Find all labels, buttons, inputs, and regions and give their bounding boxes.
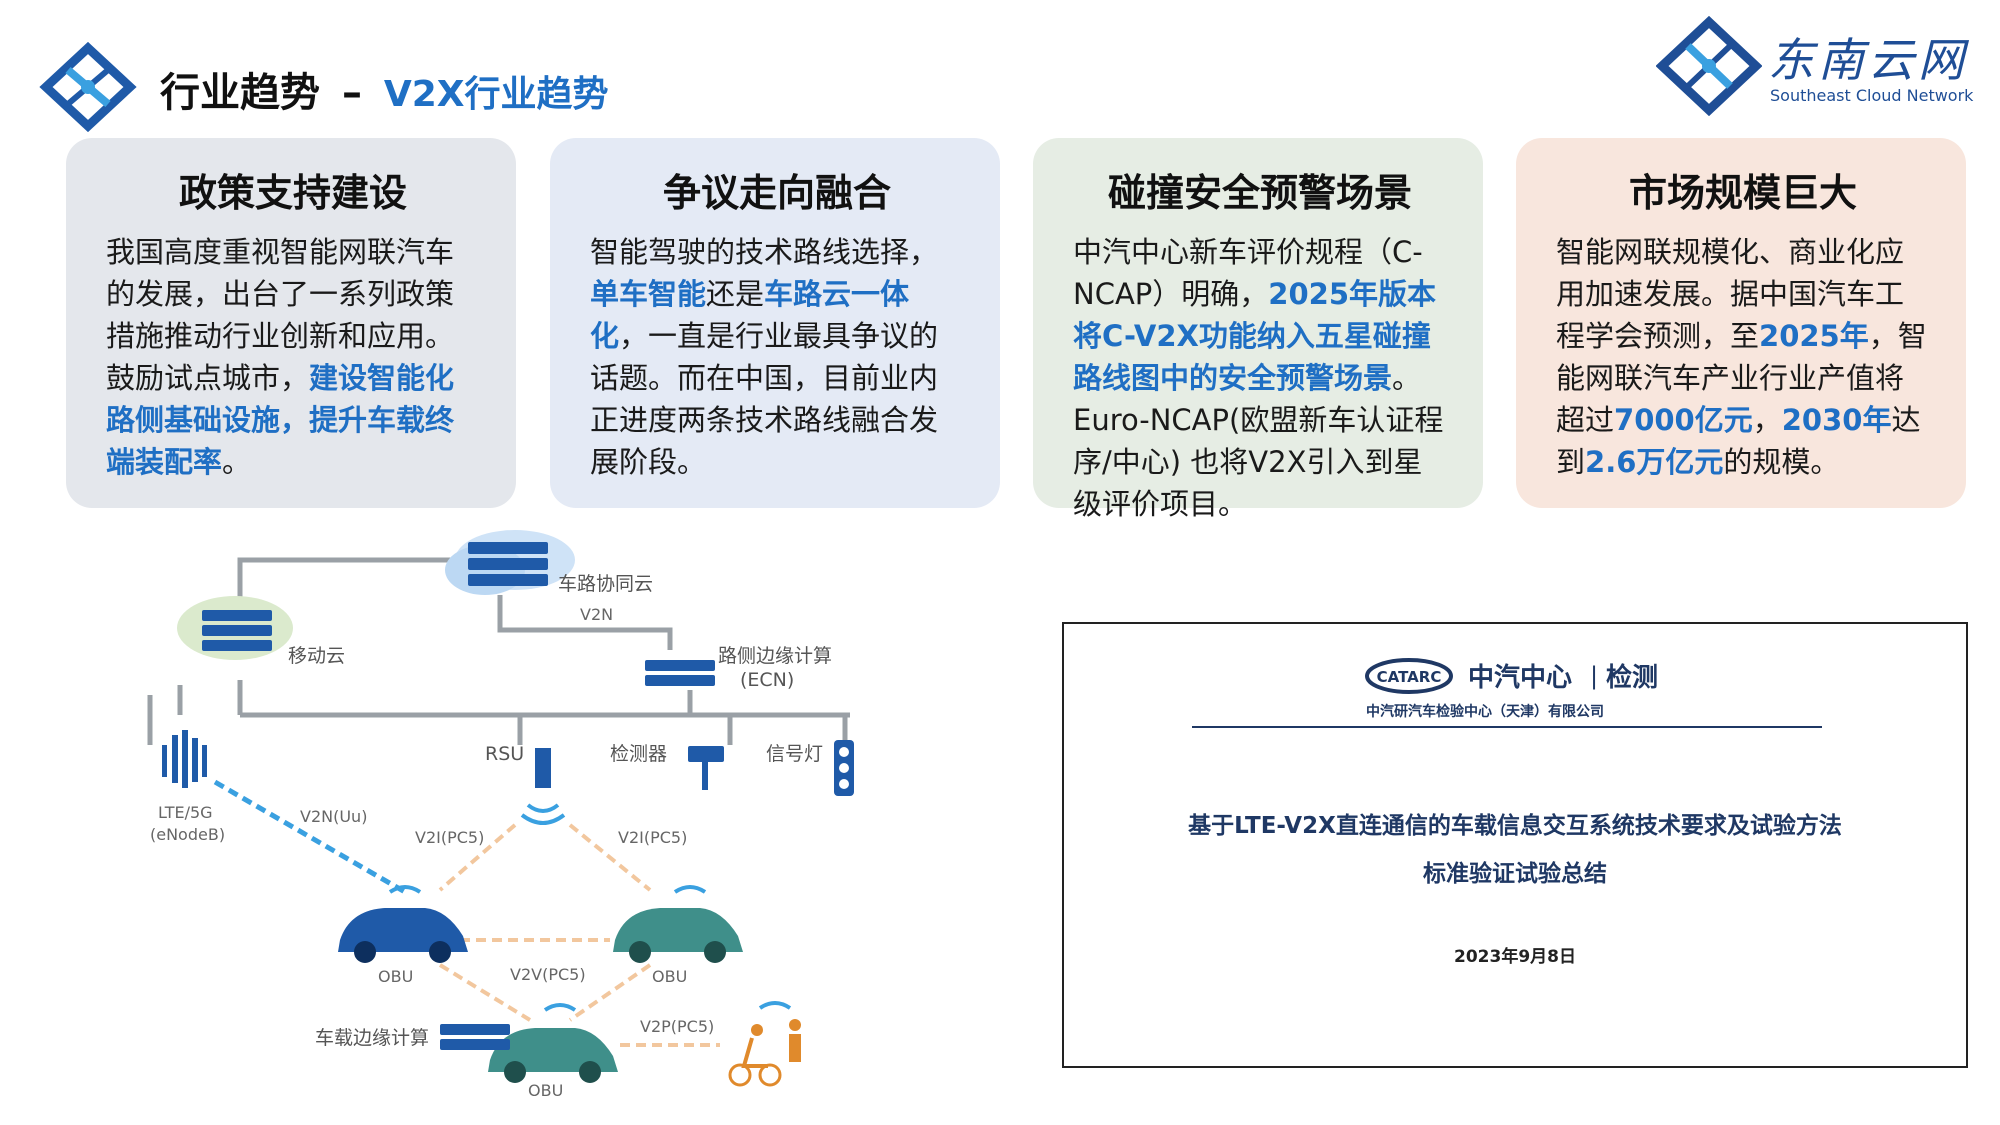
card-highlight: 7000亿元 — [1614, 403, 1753, 437]
rsu-icon — [520, 748, 566, 825]
catarc-emblem-icon — [1365, 658, 1453, 694]
label-detector: 检测器 — [610, 743, 667, 765]
report-document: CATARC 中汽中心 | 检测 中汽研汽车检验中心（天津）有限公司 基于LTE… — [1062, 622, 1968, 1068]
brand-name-en: Southeast Cloud Network — [1770, 86, 1974, 105]
traffic-light-icon — [834, 740, 854, 796]
card-text: 智能驾驶的技术路线选择， — [590, 235, 939, 269]
car-icon-right — [613, 885, 743, 963]
v2x-cloud-icon — [445, 530, 575, 595]
cell-tower-icon — [162, 730, 207, 788]
car-icon-left — [338, 885, 468, 963]
brand-name-cn: 东南云网 — [1768, 33, 1968, 87]
card-title: 争议走向融合 — [662, 171, 891, 215]
card-text: 中汽中心新车评价规程（C-NCAP）明确， — [1073, 235, 1423, 311]
vehicle-edge-server-icon — [440, 1024, 510, 1050]
pedestrian-cyclist-icon — [728, 1001, 801, 1087]
label-v2x-cloud: 车路协同云 — [558, 573, 653, 595]
label-signal: 信号灯 — [766, 743, 823, 765]
card-text: 。Euro-NCAP(欧盟新车认证程序/中心) 也将V2X引入到星级评价项目。 — [1073, 361, 1444, 521]
label-v2i-right: V2I(PC5) — [618, 828, 687, 847]
card-highlight: 2.6万亿元 — [1585, 445, 1724, 479]
card-text: 还是 — [706, 277, 765, 311]
label-obu-bottom: OBU — [528, 1081, 563, 1100]
catarc-logo: CATARC 中汽中心 | 检测 中汽研汽车检验中心（天津）有限公司 — [1365, 658, 1658, 720]
card-highlight: 建设智能化路侧基础设施，提升车载终端装配率 — [106, 361, 455, 479]
org-full-name: 中汽研汽车检验中心（天津）有限公司 — [1366, 703, 1604, 720]
label-v2p: V2P(PC5) — [640, 1017, 714, 1036]
org-unit: 检测 — [1606, 662, 1658, 693]
report-divider — [1192, 726, 1822, 728]
card-body: 智能驾驶的技术路线选择， 单车智能还是车路云一体化，一直是行业最具争议的话题。而在… — [590, 231, 964, 483]
card-market-size: 市场规模巨大 智能网联规模化、商业化应用加速发展。据中国汽车工程学会预测，至20… — [1516, 138, 1966, 508]
label-enodeb: (eNodeB) — [150, 825, 225, 844]
label-ecn-1: 路侧边缘计算 — [718, 645, 832, 667]
label-lte: LTE/5G — [158, 803, 213, 822]
card-highlight: 2025年版本将C-V2X功能纳入五星碰撞路线图中的安全预警场景 — [1073, 277, 1436, 395]
card-text: 我国高度重视智能网联汽车的发展，出台了一系列政策措施推动行业创新和应用。鼓励试点… — [106, 235, 455, 395]
car-icon-bottom — [488, 1003, 618, 1083]
card-title: 市场规模巨大 — [1628, 171, 1857, 215]
link-v2n-uu — [213, 779, 407, 895]
v2x-architecture-diagram: 车路协同云 V2N 移动云 路侧边缘计算 (ECN) LTE/5G (eNode… — [147, 530, 854, 1100]
card-collision-safety: 碰撞安全预警场景 中汽中心新车评价规程（C-NCAP）明确，2025年版本将C-… — [1033, 138, 1483, 521]
label-vehicle-edge: 车载边缘计算 — [315, 1027, 429, 1049]
card-text: 。 — [222, 445, 252, 479]
title-dash: – — [341, 70, 362, 116]
card-text: ，一直是行业最具争议的话题。而在中国，目前业内正进度两条技术路线融合发展阶段。 — [590, 319, 939, 479]
card-highlight: 车路云一体化 — [590, 277, 910, 353]
brand-diamond-icon — [1656, 16, 1762, 116]
label-v2n: V2N — [580, 605, 613, 624]
card-highlight: 2025年 — [1759, 319, 1869, 353]
org-separator: | — [1590, 662, 1598, 690]
card-text: 智能网联规模化、商业化应用加速发展。据中国汽车工程学会预测，至 — [1556, 235, 1905, 353]
card-text: 达到 — [1556, 403, 1921, 479]
page-subtitle: V2X行业趋势 — [383, 74, 609, 115]
report-title-line-1: 基于LTE-V2X直连通信的车载信息交互系统技术要求及试验方法 — [1188, 813, 1842, 839]
page-title: 行业趋势 – V2X行业趋势 — [160, 60, 609, 118]
pc5-links — [438, 823, 720, 1047]
card-highlight: 单车智能 — [590, 277, 707, 311]
org-name: 中汽中心 — [1468, 663, 1572, 693]
brand-logo: 东南云网 Southeast Cloud Network — [1656, 16, 1986, 116]
card-text: ，智能网联汽车产业行业产值将超过 — [1556, 319, 1927, 437]
card-body: 智能网联规模化、商业化应用加速发展。据中国汽车工程学会预测，至2025年，智能网… — [1556, 231, 1930, 483]
edge-server-icon — [645, 660, 715, 686]
title-text: 行业趋势 — [160, 70, 320, 116]
card-title: 碰撞安全预警场景 — [1107, 171, 1412, 215]
catarc-logo-text: CATARC — [1377, 668, 1442, 686]
label-obu-left: OBU — [378, 967, 413, 986]
card-text: 的规模。 — [1723, 445, 1840, 479]
label-obu-right: OBU — [652, 967, 687, 986]
card-title: 政策支持建设 — [178, 171, 407, 215]
card-highlight: 2030年 — [1781, 403, 1892, 437]
card-policy: 政策支持建设 我国高度重视智能网联汽车的发展，出台了一系列政策措施推动行业创新和… — [66, 138, 516, 508]
card-body: 我国高度重视智能网联汽车的发展，出台了一系列政策措施推动行业创新和应用。鼓励试点… — [106, 231, 480, 483]
report-title-line-2: 标准验证试验总结 — [1423, 861, 1607, 887]
card-controversy: 争议走向融合 智能驾驶的技术路线选择， 单车智能还是车路云一体化，一直是行业最具争… — [550, 138, 1000, 508]
label-v2v: V2V(PC5) — [510, 965, 586, 984]
card-text: ， — [1752, 403, 1782, 437]
camera-icon — [688, 746, 724, 790]
label-rsu: RSU — [485, 743, 524, 765]
label-mobile-cloud: 移动云 — [288, 645, 345, 667]
label-v2n-uu: V2N(Uu) — [300, 807, 367, 826]
report-date: 2023年9月8日 — [1454, 947, 1576, 967]
company-logo-icon — [39, 42, 137, 132]
label-v2i-left: V2I(PC5) — [415, 828, 484, 847]
mobile-cloud-icon — [177, 596, 293, 660]
label-ecn-2: (ECN) — [740, 669, 794, 691]
card-body: 中汽中心新车评价规程（C-NCAP）明确，2025年版本将C-V2X功能纳入五星… — [1073, 231, 1447, 525]
